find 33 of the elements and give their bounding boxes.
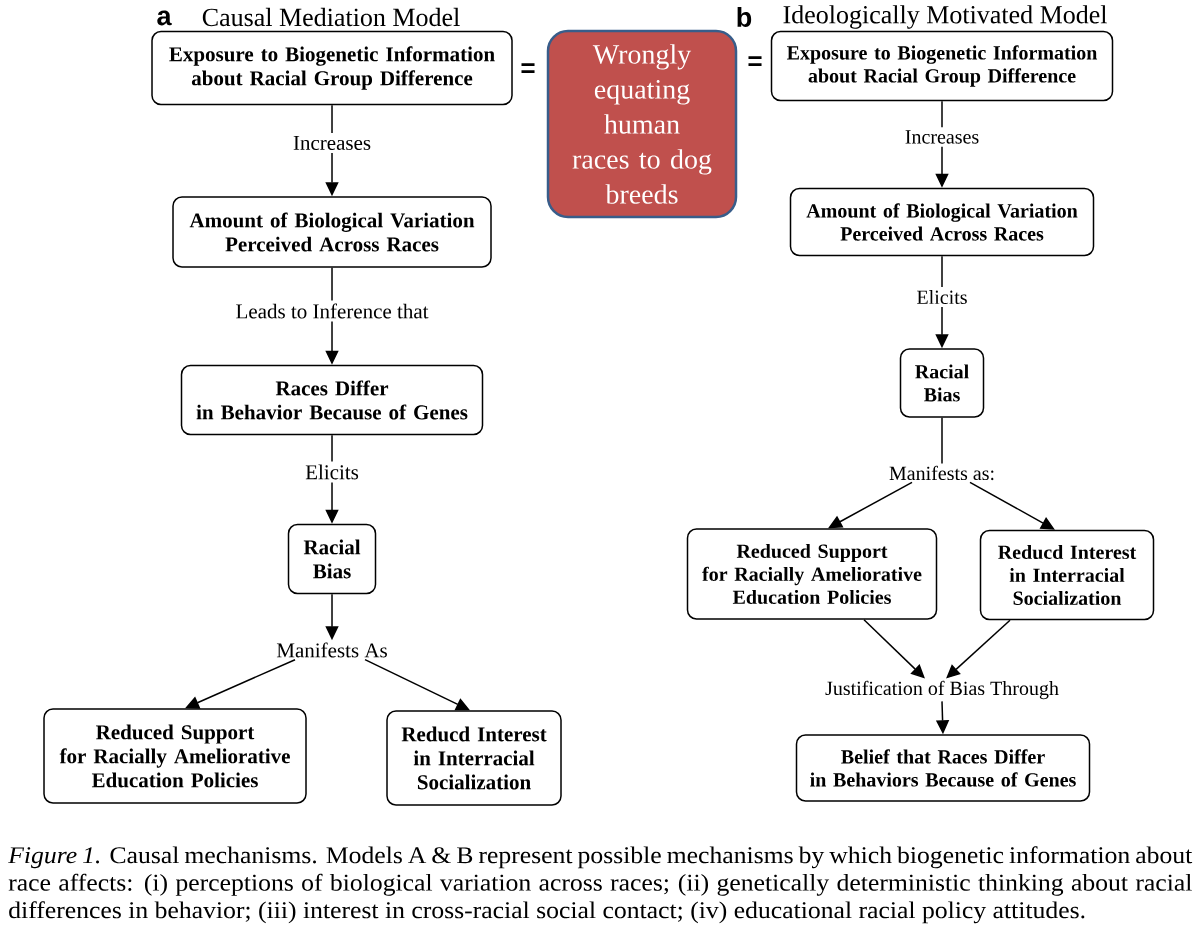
process-box: Reduced Support for Racially Ameliorative Education Policies: [43, 708, 307, 804]
process-box: Racial Bias: [287, 523, 377, 595]
equals-sign: =: [521, 63, 535, 74]
process-box: Belief that Races Differ in Behaviors Because of Genes: [795, 734, 1091, 802]
process-box: Reducd Interest in Interracial Socialization: [386, 710, 562, 806]
arrow: [185, 658, 296, 709]
panel-title: Ideologically Motivated Model: [783, 5, 1107, 29]
process-box: Races Differ in Behavior Because of Genes: [180, 364, 484, 436]
arrow: [828, 481, 913, 529]
edge-label: Leads to Inference that: [232, 300, 432, 322]
equals-sign: =: [748, 56, 762, 67]
arrow: [364, 658, 470, 711]
process-box: Reduced Support for Racially Ameliorative Education Policies: [686, 528, 938, 620]
arrow: [863, 619, 925, 679]
edge-label: Increases: [901, 127, 983, 147]
flow-text: Manifests as:: [889, 465, 994, 481]
arrow: [946, 619, 1011, 679]
arrow: [969, 481, 1055, 530]
edge-label: Elicits: [913, 286, 971, 308]
process-box: Racial Bias: [899, 348, 985, 418]
process-box: Amount of Biological Variation Perceived Across Races: [789, 187, 1095, 257]
highlight-box: Wrongly equating human races to dog breeds: [546, 29, 738, 219]
process-box: Reducd Interest in Interracial Socialization: [979, 529, 1155, 621]
edge-label: Elicits: [302, 461, 362, 483]
process-box: Amount of Biological Variation Perceived Across Races: [172, 196, 492, 268]
process-box: Exposure to Biogenetic Information about Racial Group Difference: [770, 30, 1114, 102]
connector-line: [941, 417, 943, 465]
flow-text: Justification of Bias Through: [825, 680, 1059, 700]
figure-caption: Figure 1. Causal mechanisms. Models A & B represent possible mechanisms by which biogenetic information about race affects: (i) perceptions of biological variation across races; (ii) genetically deterministic thinking about racial differences in behavior; (iii) interest in cross-racial social contact; (iv) educational racial policy attitudes.: [8, 846, 1193, 924]
flow-text: Manifests As: [276, 642, 387, 658]
process-box: Exposure to Biogenetic Information about Racial Group Difference: [151, 30, 513, 106]
edge-label: Increases: [289, 133, 375, 153]
panel-letter: b: [737, 7, 752, 27]
